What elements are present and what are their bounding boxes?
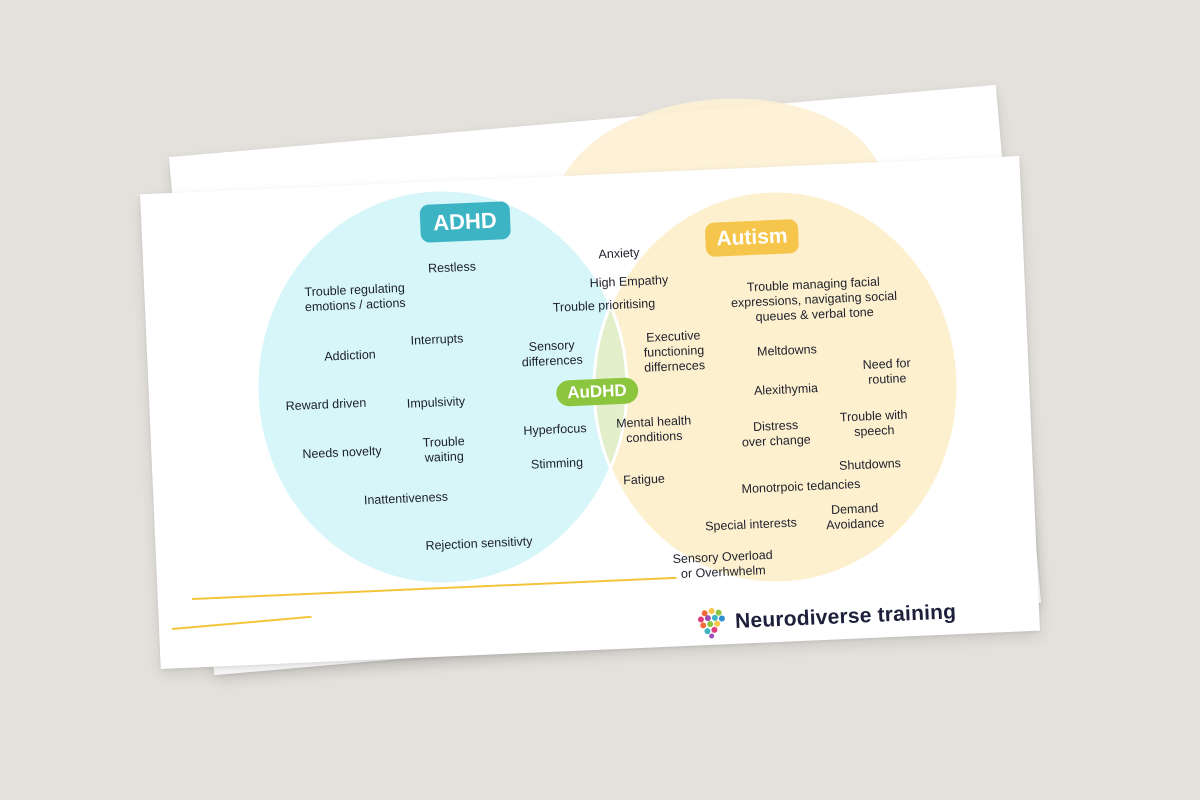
audhd-item: Stimming <box>530 455 584 472</box>
audhd-item: Fatigue <box>622 471 666 488</box>
adhd-item: Addiction <box>323 347 376 364</box>
autism-item: Meltdowns <box>756 342 818 359</box>
autism-item: Alexithymia <box>753 381 819 398</box>
autism-circle <box>594 191 958 583</box>
adhd-title: ADHD <box>419 201 511 243</box>
audhd-item: Hyperfocus <box>523 421 587 438</box>
audhd-item: Anxiety <box>598 245 640 262</box>
adhd-item: Interrupts <box>410 331 464 348</box>
autism-item: Shutdowns <box>838 456 902 473</box>
brand-name: Neurodiverse training <box>734 600 957 633</box>
brand: Neurodiverse training <box>694 596 957 639</box>
adhd-circle <box>257 190 627 584</box>
brain-dots-logo-icon <box>697 607 725 639</box>
adhd-item: Impulsivity <box>406 394 466 411</box>
autism-title: Autism <box>704 218 800 258</box>
audhd-title: AuDHD <box>555 377 639 407</box>
adhd-item: Restless <box>427 259 477 276</box>
